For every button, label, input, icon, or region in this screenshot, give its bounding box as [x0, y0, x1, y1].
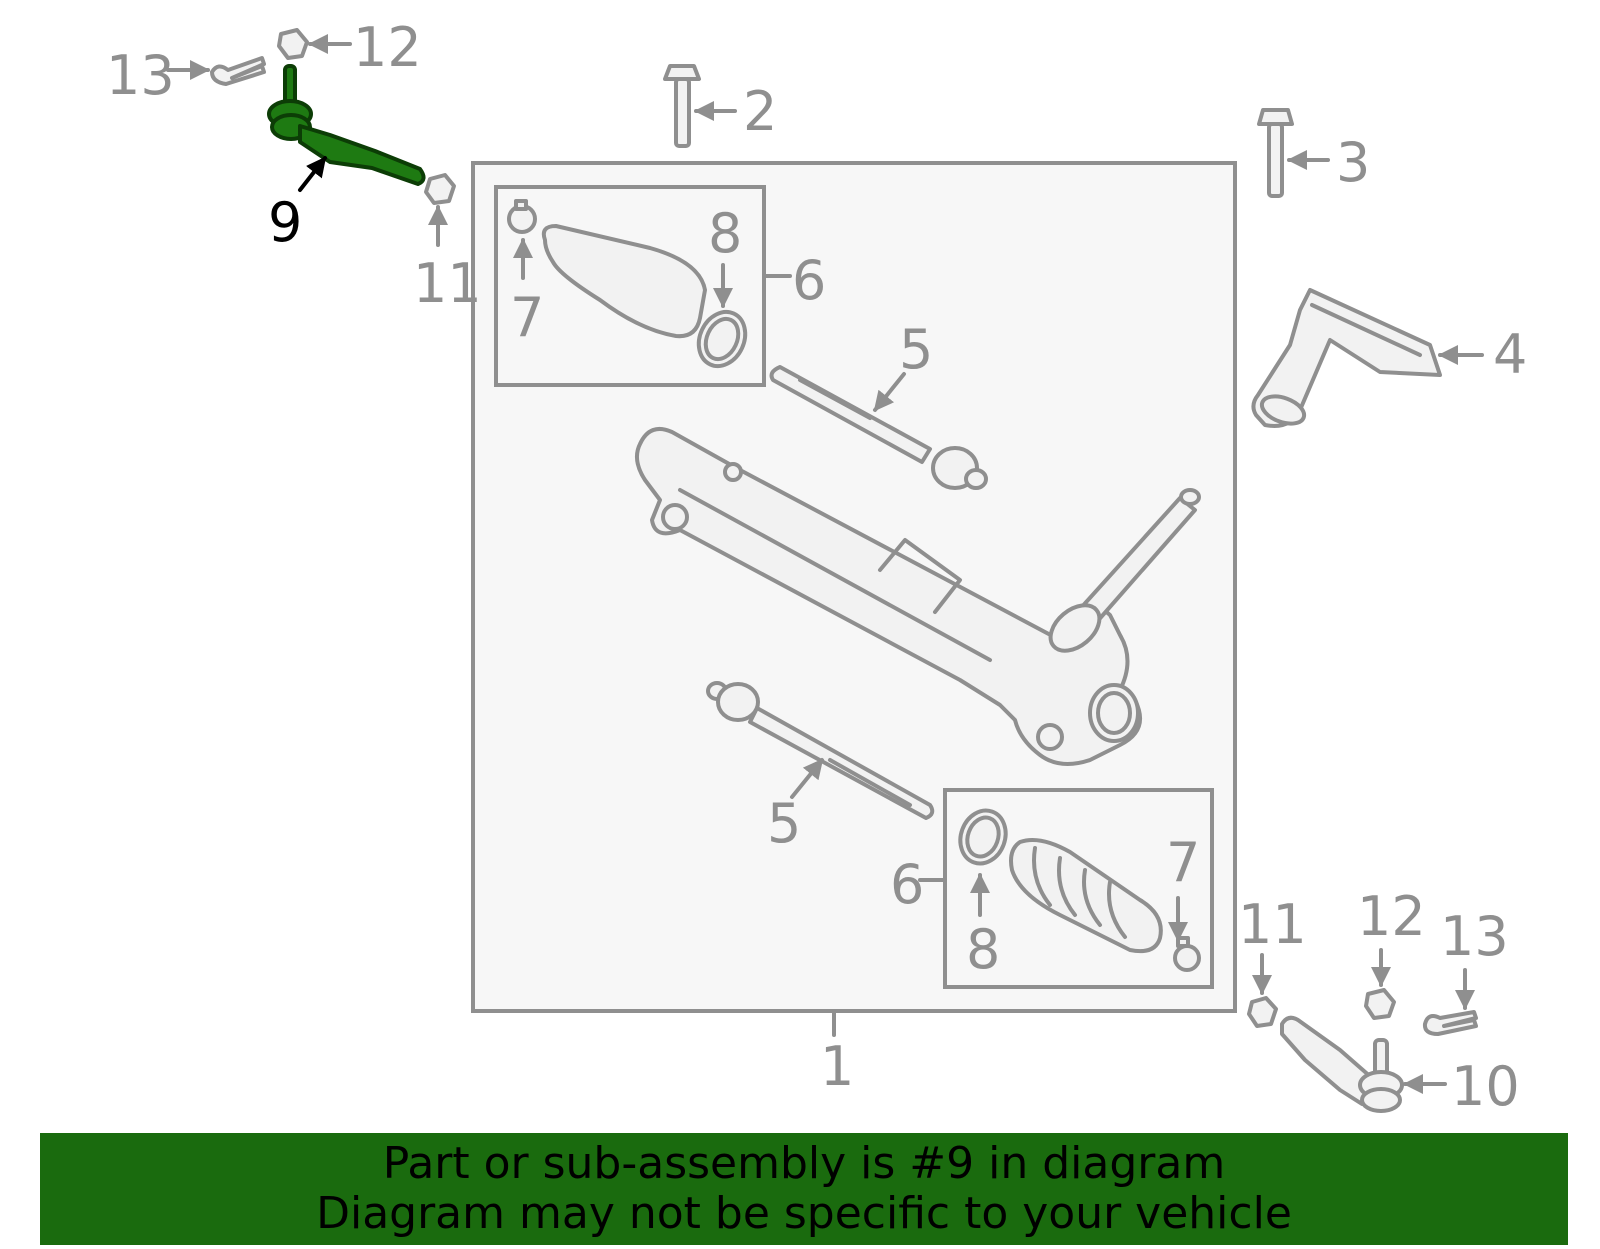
- callout-5-bottom: 5: [767, 792, 801, 855]
- banner-line-1: Part or sub-assembly is #9 in diagram: [382, 1138, 1226, 1189]
- nut-12-bottom: [1364, 988, 1396, 1020]
- outer-tie-rod-end-9: [267, 64, 426, 186]
- bolt-2: [663, 64, 701, 148]
- cotter-pin-13-bottom: [1422, 1010, 1478, 1036]
- cotter-pin-13-top: [210, 56, 266, 86]
- bolt-3: [1257, 108, 1294, 198]
- info-banner: Part or sub-assembly is #9 in diagram Di…: [40, 1133, 1568, 1245]
- callout-13-top: 13: [106, 44, 175, 107]
- boot-kit-box-top: [494, 185, 766, 387]
- steering-rack-housing: [634, 427, 1201, 766]
- inner-tie-rod-top: [769, 365, 988, 490]
- outer-tie-rod-end-10: [1280, 1015, 1404, 1113]
- dust-boot-top: [541, 224, 707, 339]
- nut-12-top: [277, 28, 309, 60]
- callout-11-bottom: 11: [1238, 893, 1307, 956]
- boot-kit-box-bottom: [943, 788, 1214, 989]
- callout-7-top: 7: [510, 286, 544, 349]
- callout-5-top: 5: [899, 318, 933, 381]
- callout-4: 4: [1493, 323, 1527, 386]
- mount-bracket-4: [1251, 288, 1442, 428]
- callout-9: 9: [268, 191, 302, 254]
- parts-diagram: 1 6 7 8 5: [106, 16, 1527, 1118]
- callout-8-bottom: 8: [966, 918, 1000, 981]
- callout-1: 1: [820, 1035, 854, 1098]
- callout-3: 3: [1336, 131, 1370, 194]
- callout-2: 2: [743, 80, 777, 143]
- callout-10: 10: [1451, 1055, 1520, 1118]
- callout-13-bottom: 13: [1440, 905, 1509, 968]
- callout-6-bottom: 6: [890, 853, 924, 916]
- clamp-small-bottom: [1173, 936, 1201, 972]
- clamp-large-top: [696, 309, 748, 369]
- callout-7-bottom: 7: [1166, 831, 1200, 894]
- nut-11-bottom: [1247, 996, 1278, 1028]
- banner-line-2: Diagram may not be specific to your vehi…: [316, 1188, 1292, 1239]
- callout-11-top: 11: [413, 252, 482, 315]
- callout-12-bottom: 12: [1357, 885, 1426, 948]
- nut-11-top: [424, 173, 456, 205]
- callout-8-top: 8: [708, 202, 742, 265]
- callout-6-top: 6: [792, 249, 826, 312]
- inner-tie-rod-bottom: [706, 681, 935, 820]
- clamp-small-top: [507, 199, 537, 234]
- callout-12-top: 12: [353, 16, 422, 79]
